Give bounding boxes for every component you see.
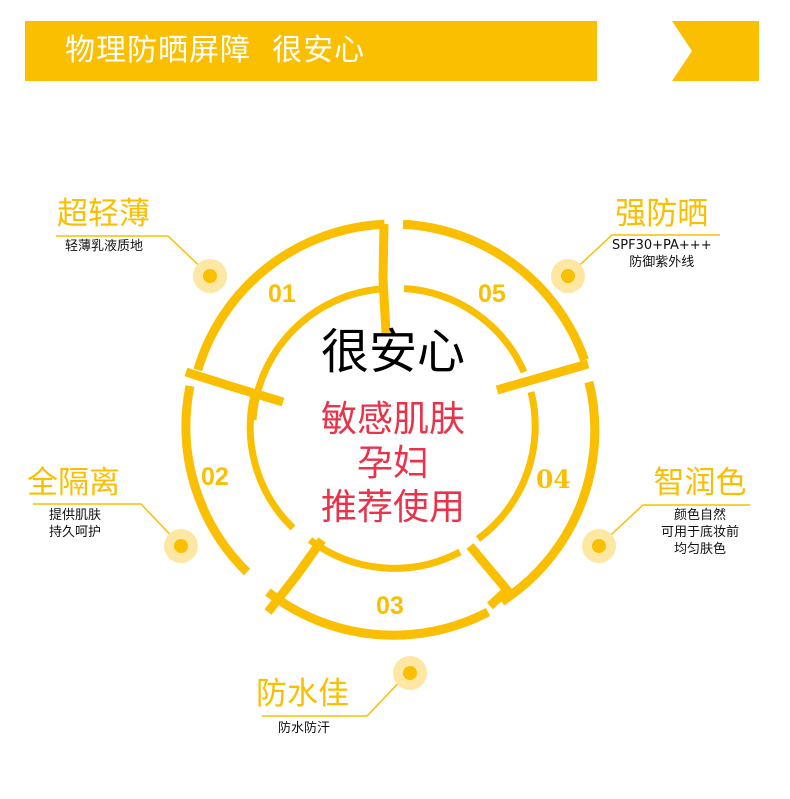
callout-dot-03 <box>393 656 427 690</box>
header-banner: 物理防晒屏障 很安心 <box>25 21 597 81</box>
center-line-3: 推荐使用 <box>320 487 465 528</box>
center-recommendation: 敏感肌肤 孕妇 推荐使用 <box>273 398 513 530</box>
segment-number-02: 02 <box>201 463 229 491</box>
chevron-right-icon <box>672 21 759 81</box>
segment-number-05: 05 <box>478 280 506 308</box>
callout-dot-05 <box>551 259 585 293</box>
center-title: 很安心 <box>320 324 465 380</box>
feature-desc: 防水防汗 <box>278 721 331 736</box>
callout-dot-04 <box>582 529 616 563</box>
callout-dot-01 <box>193 259 227 293</box>
outer-arc-01 <box>193 219 385 372</box>
outer-arc-05 <box>402 219 589 362</box>
leader-line-01 <box>56 235 211 277</box>
segment-number-01: 01 <box>268 280 296 308</box>
feature-callout-01: 超轻薄 轻薄乳液质地 <box>57 196 150 255</box>
outer-arc-02 <box>181 385 251 576</box>
inner-arc-04 <box>475 391 539 542</box>
divider-left <box>184 367 285 407</box>
segment-number-04: 04 <box>536 465 571 494</box>
feature-title: 智润色 <box>653 465 747 501</box>
inner-arc-03 <box>307 537 462 572</box>
feature-desc: 防御紫外线 <box>629 255 695 270</box>
feature-callout-04: 智润色 颜色自然 可用于底妆前 均匀肤色 <box>648 465 752 558</box>
feature-desc: 轻薄乳液质地 <box>65 239 144 254</box>
divider-bottom-right <box>466 543 514 610</box>
banner-title: 物理防晒屏障 很安心 <box>65 33 366 68</box>
feature-callout-03: 防水佳 防水防汗 <box>256 676 349 737</box>
feature-desc: SPF30+PA+++ <box>612 238 712 253</box>
inner-arc-02 <box>246 394 296 531</box>
feature-desc: 颜色自然 <box>673 508 726 523</box>
feature-title: 防水佳 <box>256 676 349 712</box>
callout-dot-02 <box>164 529 198 563</box>
outer-arc-03 <box>265 588 491 640</box>
divider-right <box>495 359 590 395</box>
feature-callout-05: 强防晒 SPF30+PA+++ 防御紫外线 <box>612 196 712 271</box>
divider-top <box>378 223 391 334</box>
divider-bottom-left <box>264 537 326 615</box>
segment-number-03: 03 <box>376 592 404 620</box>
feature-callout-02: 全隔离 提供肌肤 持久呵护 <box>27 465 120 541</box>
feature-title: 全隔离 <box>27 465 120 501</box>
feature-desc: 可用于底妆前 <box>660 525 739 540</box>
feature-desc: 提供肌肤 <box>49 508 102 523</box>
feature-title: 强防晒 <box>615 196 709 232</box>
outer-arc-04 <box>499 380 600 606</box>
leader-line-02 <box>33 503 182 547</box>
leader-line-04 <box>598 504 750 547</box>
feature-desc: 均匀肤色 <box>673 542 726 557</box>
leader-line-05 <box>567 234 720 277</box>
center-line-2: 孕妇 <box>356 443 429 484</box>
leader-line-03 <box>262 672 409 717</box>
inner-arc-05 <box>403 285 528 374</box>
feature-desc: 持久呵护 <box>49 525 102 540</box>
feature-title: 超轻薄 <box>57 196 150 232</box>
center-line-1: 敏感肌肤 <box>320 399 465 440</box>
